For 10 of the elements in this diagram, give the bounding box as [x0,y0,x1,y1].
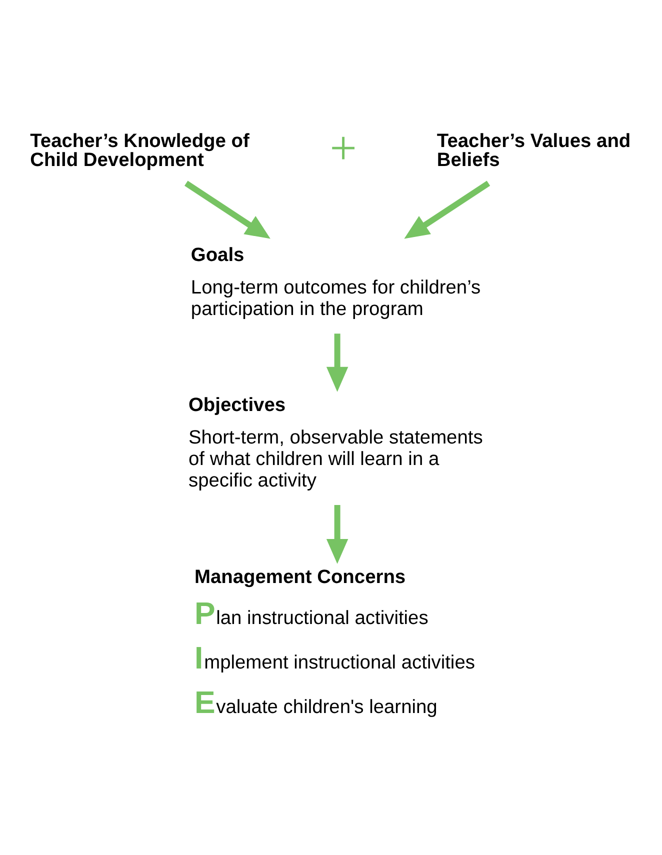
node-text: Teacher’s Knowledge of Child Development [30,130,250,171]
node-text: Objectives Short-term, observable statements of what children will learn in a specific activity [188,394,483,492]
arrow [404,180,490,238]
arrow [326,333,348,392]
node-text: Teacher’s Values and Beliefs [436,130,631,171]
node-text: Goals Long-term outcomes for children’s participation in the program [190,244,481,320]
arrow [326,504,348,564]
arrow [184,180,270,238]
node-text: Management Concerns Plan instructional activities Implement instructional activities Evaluate children's learning [194,566,475,720]
label: + [330,122,357,174]
